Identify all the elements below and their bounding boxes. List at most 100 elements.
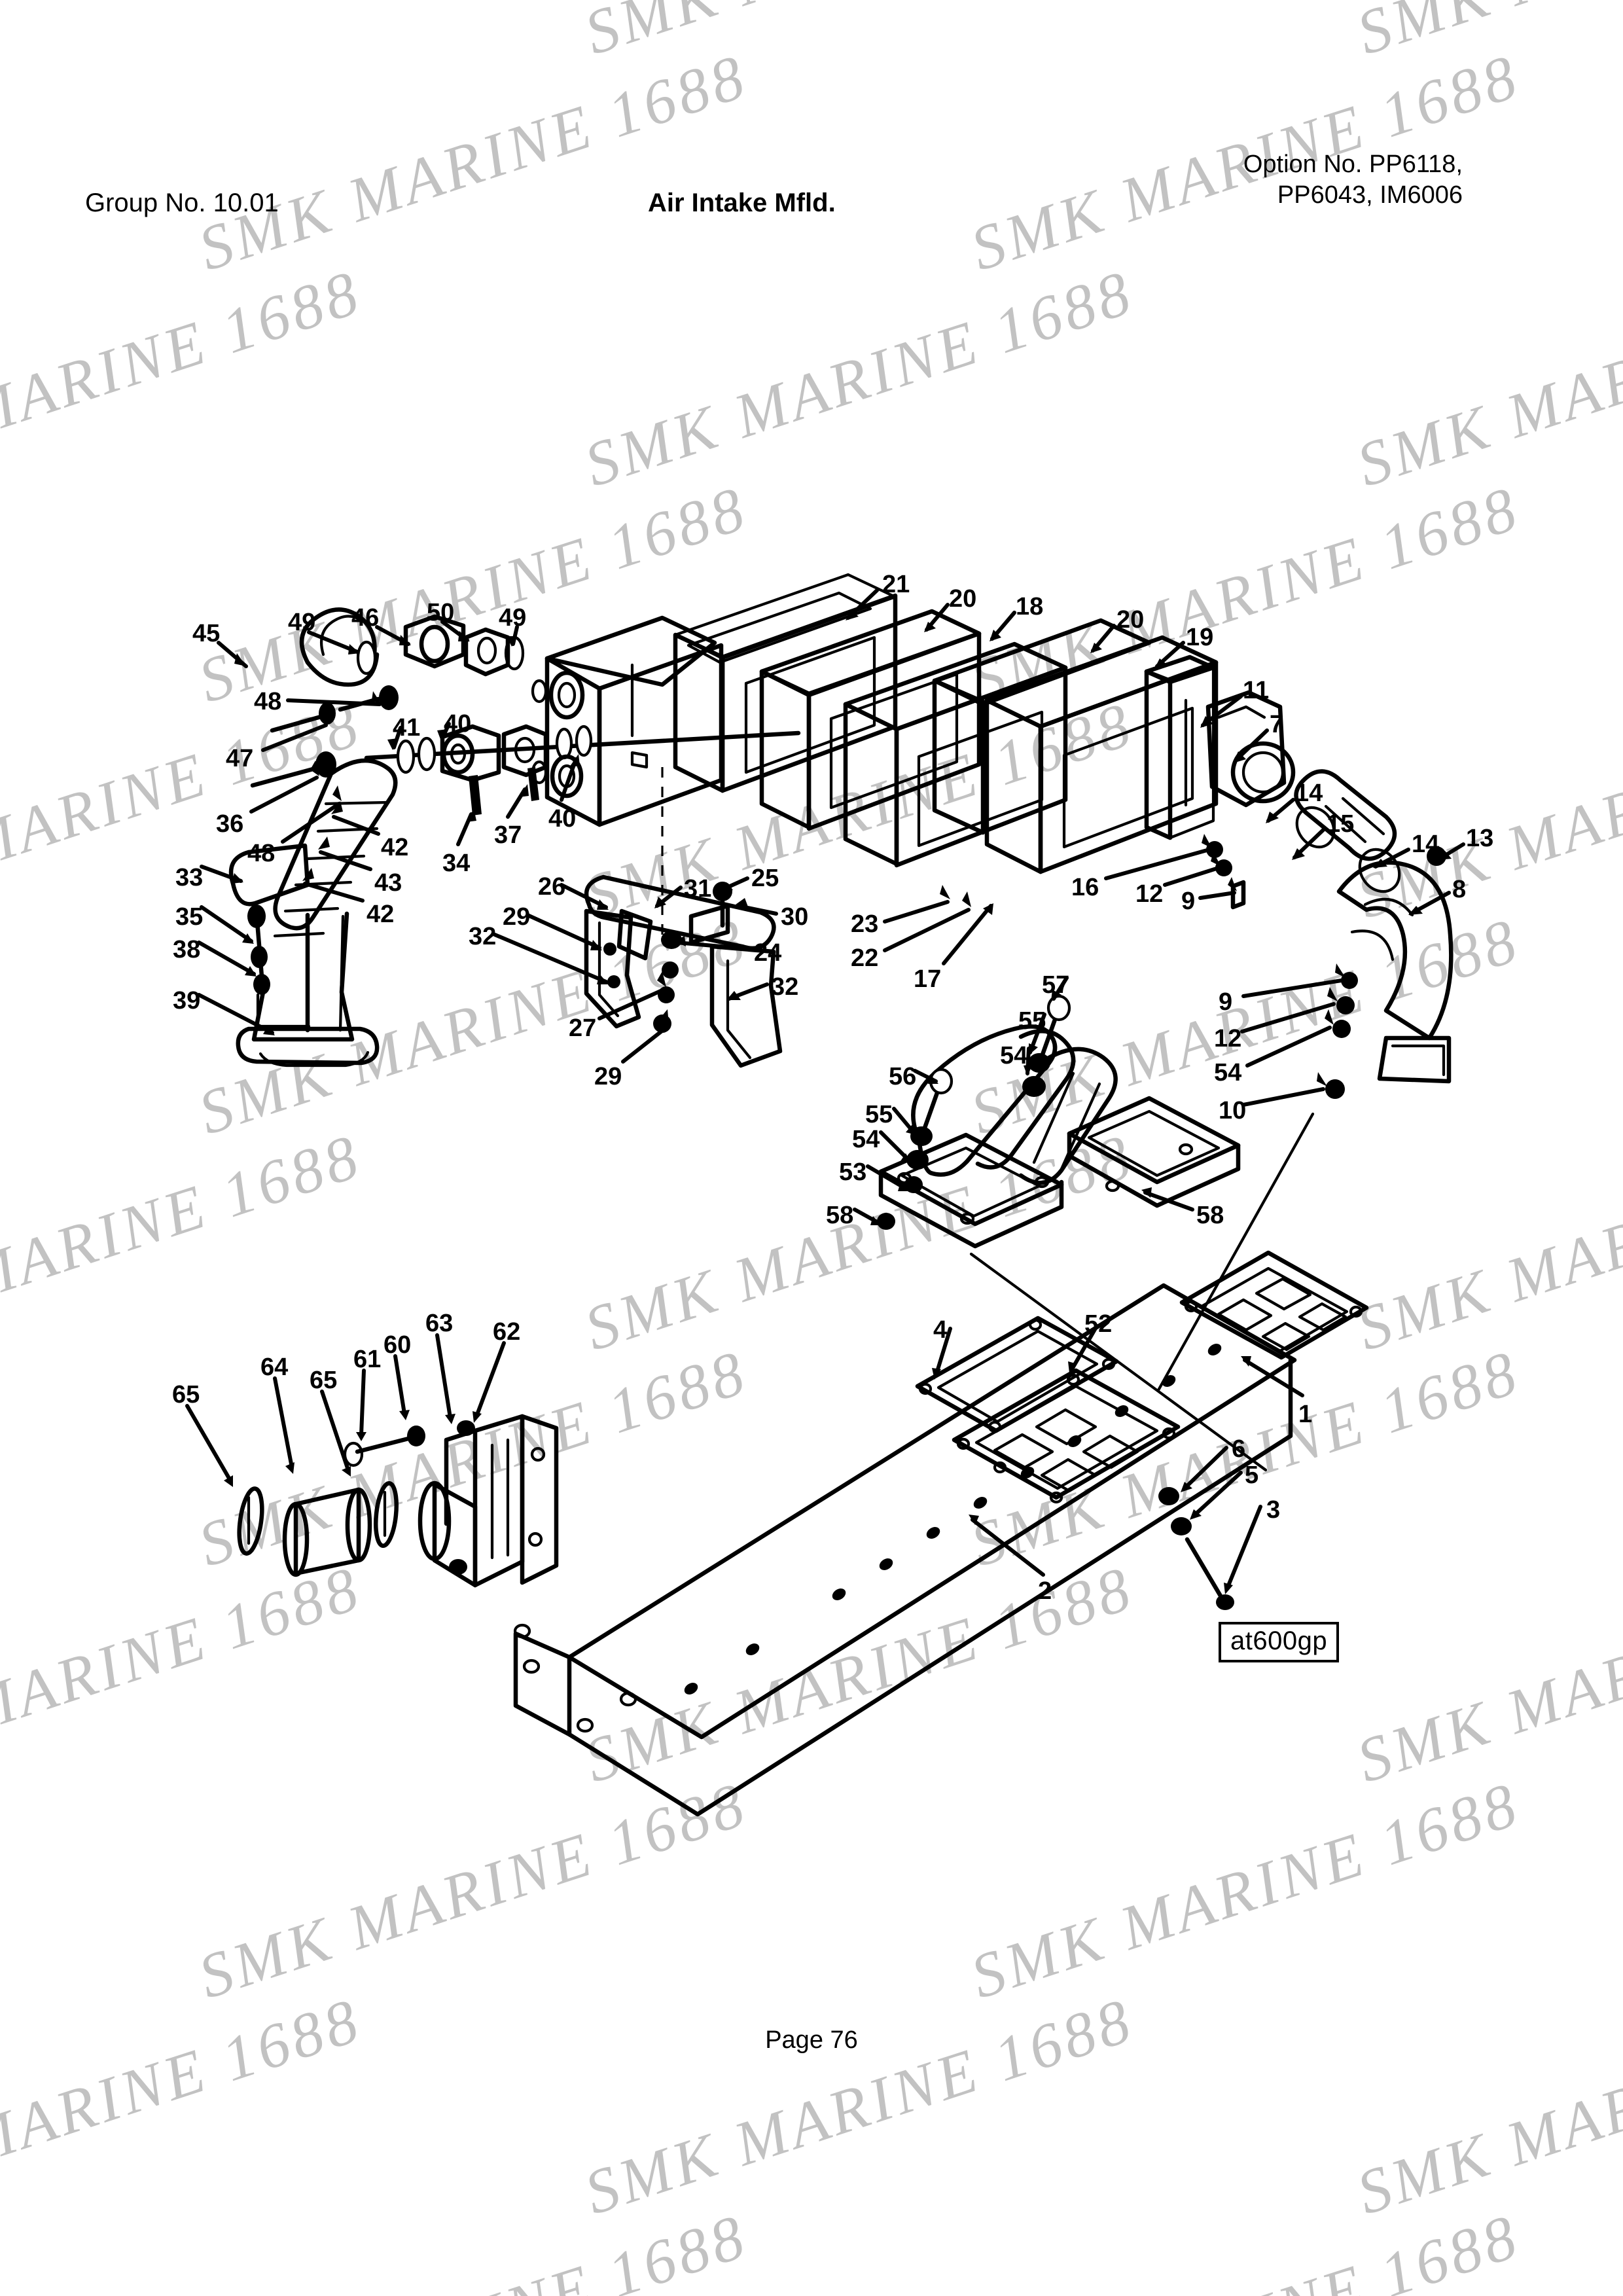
callout-3: 3 (1266, 1496, 1281, 1524)
callout-53: 53 (839, 1158, 867, 1186)
callout-30: 30 (781, 903, 809, 931)
callout-62: 62 (493, 1318, 521, 1346)
callout-20: 20 (949, 585, 977, 613)
callout-10: 10 (1219, 1097, 1247, 1124)
page-number: Page 76 (765, 2026, 858, 2054)
callout-46: 46 (351, 604, 380, 632)
callout-7: 7 (1270, 711, 1284, 738)
callout-14: 14 (1412, 831, 1440, 858)
callout-9: 9 (1219, 988, 1233, 1016)
callout-15: 15 (1327, 810, 1355, 838)
callout-21: 21 (882, 571, 910, 598)
callout-11: 11 (1243, 677, 1270, 704)
callout-27: 27 (569, 1014, 597, 1042)
leader-lines (185, 588, 1465, 1594)
callout-47: 47 (226, 745, 254, 772)
option-number-line1: Option No. PP6118, (1243, 151, 1463, 178)
callout-22: 22 (851, 944, 879, 972)
callout-48: 48 (247, 840, 276, 867)
callout-24: 24 (754, 939, 782, 967)
callout-19: 19 (1186, 624, 1214, 651)
callout-37: 37 (494, 821, 522, 849)
callout-64: 64 (260, 1354, 289, 1381)
callout-49: 49 (499, 604, 527, 632)
callout-56: 56 (889, 1063, 917, 1090)
callout-35: 35 (175, 903, 204, 931)
callout-49: 49 (288, 609, 316, 636)
callout-29: 29 (594, 1063, 622, 1090)
callout-14: 14 (1295, 780, 1323, 807)
callout-42: 42 (381, 834, 409, 861)
callout-26: 26 (538, 873, 566, 901)
part-33-39-elbow (228, 843, 380, 1067)
callout-2: 2 (1038, 1577, 1052, 1605)
callout-41: 41 (393, 714, 421, 742)
callout-31: 31 (684, 875, 712, 903)
part-9-12-54-fasteners-right (1325, 972, 1358, 1099)
part-3-5-6-fasteners (1158, 1487, 1234, 1610)
callout-48: 48 (254, 688, 282, 715)
callout-58: 58 (1196, 1202, 1224, 1229)
callout-33: 33 (175, 864, 204, 891)
callout-57: 57 (1042, 971, 1070, 999)
part-46-50-valve (403, 614, 510, 677)
option-number-line2: PP6043, IM6006 (1277, 181, 1463, 209)
callout-38: 38 (173, 936, 201, 963)
callout-17: 17 (914, 965, 942, 993)
option-number: Option No. PP6118, PP6043, IM6006 (1243, 149, 1463, 211)
callout-4: 4 (933, 1316, 948, 1344)
callout-52: 52 (1084, 1310, 1113, 1338)
callout-29: 29 (503, 903, 531, 931)
part-7-throttle-body (1205, 690, 1296, 808)
callout-54: 54 (1000, 1042, 1028, 1069)
callout-9: 9 (1181, 888, 1196, 915)
part-60-65-tube-assembly (237, 1414, 559, 1588)
part-1-cover-plate-rear (1179, 1250, 1369, 1360)
part-52-cover-plate-front (952, 1368, 1181, 1504)
callout-39: 39 (173, 987, 201, 1014)
callout-55: 55 (865, 1101, 893, 1128)
callout-23: 23 (851, 910, 879, 938)
callout-34: 34 (442, 850, 471, 877)
callout-25: 25 (751, 865, 779, 892)
callout-60: 60 (383, 1331, 412, 1359)
callout-50: 50 (427, 599, 455, 626)
part-14-15-hose (1294, 769, 1446, 893)
part-53-58-heat-shield (877, 994, 1241, 1249)
part-8-elbow-pipe (1336, 860, 1454, 1084)
callout-40: 40 (548, 805, 577, 833)
callout-61: 61 (353, 1346, 382, 1373)
part-11-bracket (1144, 655, 1216, 840)
callout-65: 65 (172, 1381, 200, 1408)
callout-36: 36 (216, 810, 244, 838)
part-27-29-32-left-bracket (584, 908, 653, 1029)
callout-45: 45 (192, 620, 221, 647)
callout-20: 20 (1116, 606, 1145, 634)
callout-13: 13 (1466, 825, 1494, 852)
part-19-manifold-body (984, 635, 1219, 874)
part-2-air-duct (513, 1283, 1297, 1817)
callout-42: 42 (366, 901, 395, 928)
callout-5: 5 (1245, 1462, 1259, 1489)
callout-32: 32 (469, 923, 497, 950)
callout-65: 65 (310, 1367, 338, 1394)
callout-16: 16 (1071, 874, 1099, 901)
callout-63: 63 (425, 1310, 454, 1337)
assembly-connector-line (969, 1252, 1268, 1472)
callout-12: 12 (1135, 880, 1164, 908)
callout-40: 40 (444, 710, 472, 738)
part-47-48-fasteners (270, 685, 399, 733)
part-36-bolt (250, 751, 336, 788)
callout-54: 54 (1214, 1059, 1242, 1086)
callout-58: 58 (826, 1202, 854, 1229)
callout-55: 55 (1018, 1007, 1046, 1035)
part-26-support-rod (584, 874, 776, 951)
callout-32: 32 (771, 973, 799, 1001)
drawing-code-box: at600gp (1219, 1622, 1340, 1662)
callout-8: 8 (1452, 876, 1467, 903)
callout-54: 54 (852, 1126, 880, 1153)
callout-1: 1 (1298, 1401, 1313, 1428)
callout-18: 18 (1016, 593, 1044, 620)
